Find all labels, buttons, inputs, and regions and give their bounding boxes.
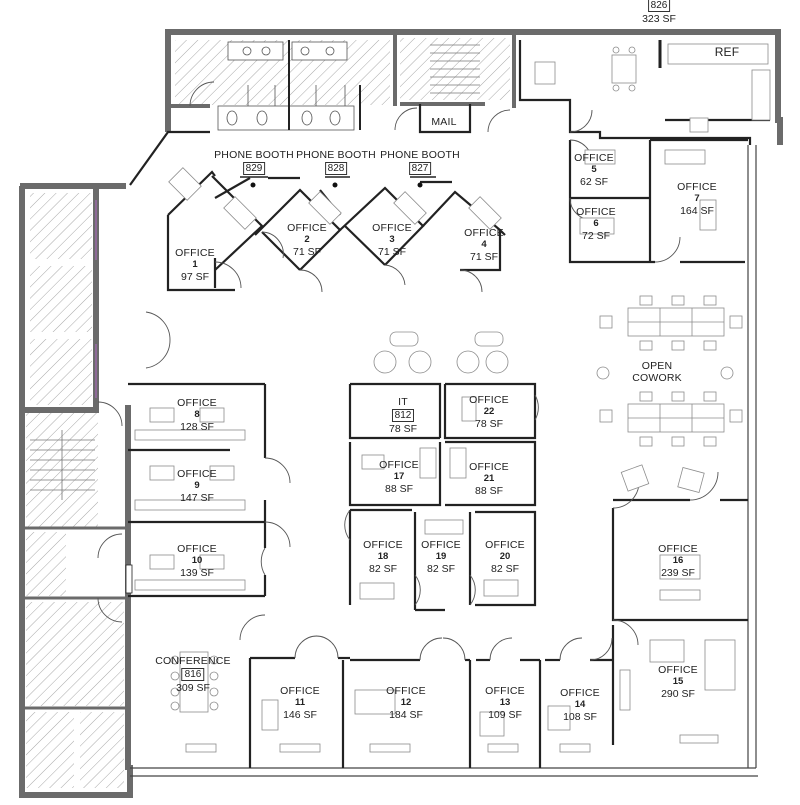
left-hatch-6 — [26, 712, 74, 788]
left-hatch-4 — [26, 532, 66, 596]
restroom-fixtures — [217, 40, 361, 131]
room-label-office-4: OFFICE 4 71 SF — [464, 227, 504, 263]
room-label-office-21: OFFICE 21 88 SF — [469, 461, 509, 497]
left-hatch-5 — [26, 602, 124, 706]
room-label-office-1: OFFICE 1 97 SF — [175, 247, 215, 283]
room-label-826: 826 323 SF — [642, 0, 676, 25]
room-label-office-18: OFFICE 18 82 SF — [363, 539, 403, 575]
room-label-office-14: OFFICE 14 108 SF — [560, 687, 600, 723]
east-window-wall — [130, 145, 758, 777]
room-label-open-cowork: OPEN COWORK — [632, 360, 682, 384]
room-label-phone-booth-827: PHONE BOOTH 827 — [380, 149, 460, 175]
room-label-office-8: OFFICE 8 128 SF — [177, 397, 217, 433]
booth-markers — [240, 176, 436, 188]
left-hatch-7 — [80, 712, 124, 788]
room-label-office-19: OFFICE 19 82 SF — [421, 539, 461, 575]
left-hatch-2 — [30, 266, 92, 332]
room-label-office-20: OFFICE 20 82 SF — [485, 539, 525, 575]
furniture — [125, 43, 771, 753]
room-label-conference: CONFERENCE 816 309 SF — [155, 655, 231, 694]
room-label-office-11: OFFICE 11 146 SF — [280, 685, 320, 721]
north-wall — [165, 29, 783, 145]
room-label-office-3: OFFICE 3 71 SF — [372, 222, 412, 258]
hatched-core-areas — [26, 38, 510, 788]
exterior-walls — [19, 29, 783, 798]
room-label-it: IT 812 78 SF — [388, 396, 418, 435]
room-label-office-5: OFFICE 5 62 SF — [574, 152, 614, 188]
room-label-office-7: OFFICE 7 164 SF — [677, 181, 717, 217]
left-hatch-3 — [30, 339, 92, 405]
room-label-office-6: OFFICE 6 72 SF — [576, 206, 616, 242]
room-label-mail: MAIL — [431, 116, 457, 128]
room-label-office-13: OFFICE 13 109 SF — [485, 685, 525, 721]
left-hatch-1 — [30, 193, 92, 259]
room-label-office-22: OFFICE 22 78 SF — [469, 394, 509, 430]
stair-treads — [30, 44, 480, 500]
room-label-phone-booth-829: PHONE BOOTH 829 — [214, 149, 294, 175]
room-label-phone-booth-828: PHONE BOOTH 828 — [296, 149, 376, 175]
room-label-office-9: OFFICE 9 147 SF — [177, 468, 217, 504]
room-label-office-2: OFFICE 2 71 SF — [287, 222, 327, 258]
room-label-office-10: OFFICE 10 139 SF — [177, 543, 217, 579]
room-label-office-17: OFFICE 17 88 SF — [379, 459, 419, 495]
interior-partitions — [128, 40, 770, 768]
room-label-ref: REF — [714, 45, 740, 59]
room-label-office-15: OFFICE 15 290 SF — [658, 664, 698, 700]
door-swings — [97, 81, 719, 661]
room-label-office-12: OFFICE 12 184 SF — [386, 685, 426, 721]
room-label-office-16: OFFICE 16 239 SF — [658, 543, 698, 579]
